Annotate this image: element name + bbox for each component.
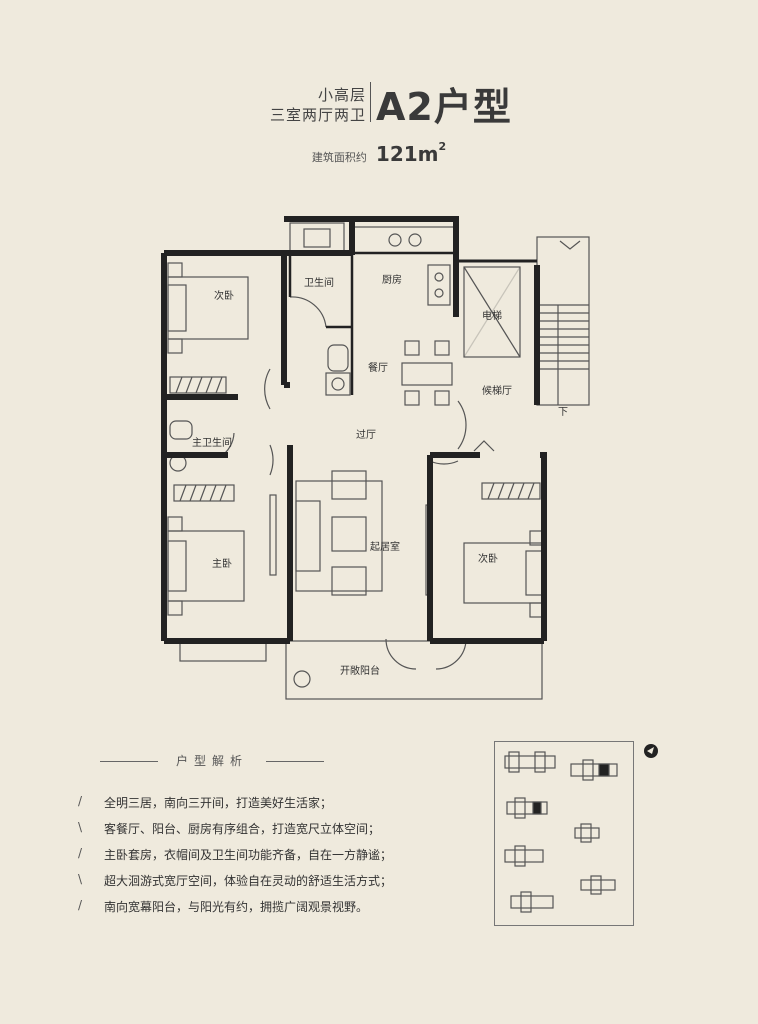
bed-master	[167, 516, 245, 616]
header-divider	[370, 82, 371, 122]
master-toilet	[169, 420, 193, 440]
feature-item: / 全明三居，南向三开间，打造美好生活家；	[78, 794, 518, 820]
label-second-bedroom-1: 次卧	[214, 289, 234, 302]
kitchen-counter	[351, 226, 455, 254]
dining-table	[401, 340, 453, 406]
wardrobe-1	[169, 376, 227, 394]
analysis-title: 户型解析	[176, 754, 249, 768]
key-building-7	[510, 891, 554, 913]
feature-text: 超大洄游式宽厅空间，体验自在灵动的舒适生活方式；	[104, 874, 393, 888]
feature-text: 主卧套房，衣帽间及卫生间功能齐备，自在一方静谧；	[104, 848, 393, 862]
bed-second-bedroom-2	[463, 530, 545, 618]
balcony-outline	[285, 640, 543, 700]
bed-second-bedroom-1	[167, 262, 249, 354]
feature-text: 全明三居，南向三开间，打造美好生活家；	[104, 796, 333, 810]
feature-item: \ 超大洄游式宽厅空间，体验自在灵动的舒适生活方式；	[78, 872, 518, 898]
plan-header: 小高层 三室两厅两卫 A2户型	[0, 78, 758, 129]
feature-mark: \	[78, 872, 83, 886]
key-building-6	[580, 875, 616, 895]
bathroom-sink	[325, 372, 351, 396]
feature-text: 南向宽幕阳台，与阳光有约，拥揽广阔观景视野。	[104, 900, 369, 914]
layout-type: 三室两厅两卫	[269, 106, 366, 124]
label-master-bedroom: 主卧	[212, 557, 232, 570]
feature-list: / 全明三居，南向三开间，打造美好生活家； \ 客餐厅、阳台、厨房有序组合，打造…	[78, 794, 518, 924]
feature-mark: /	[78, 794, 83, 808]
building-type: 小高层	[317, 86, 366, 104]
analysis-title-line-right	[266, 761, 324, 762]
unit-name: A2户型	[376, 85, 512, 129]
area-value: 121m2	[375, 140, 447, 166]
label-stair-down: 下	[558, 407, 568, 418]
label-corridor: 过厅	[356, 428, 376, 441]
floor-plan: 次卧 卫生间 厨房 电梯 餐厅 候梯厅 下 主卫生间 过厅 起居室 主卧 次卧 …	[161, 216, 590, 700]
analysis-title-line-left	[100, 761, 158, 762]
feature-mark: /	[78, 898, 83, 912]
label-living-room: 起居室	[370, 540, 400, 553]
feature-mark: \	[78, 820, 83, 834]
wardrobe-master	[173, 484, 235, 502]
feature-item: / 南向宽幕阳台，与阳光有约，拥揽广阔观景视野。	[78, 898, 518, 924]
area-number: 121m	[375, 142, 439, 166]
label-bathroom: 卫生间	[304, 276, 334, 289]
north-arrow-icon	[642, 743, 660, 767]
label-elevator-hall: 候梯厅	[482, 384, 512, 397]
key-building-2	[570, 759, 618, 781]
feature-item: / 主卧套房，衣帽间及卫生间功能齐备，自在一方静谧；	[78, 846, 518, 872]
key-building-1	[504, 751, 556, 773]
key-building-3	[506, 797, 548, 819]
key-plan-drawing	[504, 751, 618, 913]
label-dining: 餐厅	[368, 361, 388, 374]
washer	[289, 222, 345, 254]
analysis-title-row: 户型解析	[100, 752, 400, 772]
label-elevator: 电梯	[482, 309, 502, 322]
label-kitchen: 厨房	[382, 273, 402, 286]
walls	[161, 216, 547, 644]
feature-mark: /	[78, 846, 83, 860]
area-label: 建筑面积约	[311, 151, 367, 164]
elevator-shaft	[463, 266, 521, 358]
wardrobe-2	[481, 482, 541, 500]
key-plan	[494, 741, 634, 926]
stair	[536, 236, 590, 406]
label-master-bathroom: 主卫生间	[192, 436, 232, 449]
feature-text: 客餐厅、阳台、厨房有序组合，打造宽尺立体空间；	[104, 822, 381, 836]
key-building-5	[504, 845, 544, 867]
living-sofa-set	[295, 470, 383, 596]
area-row: 建筑面积约 121m2	[0, 140, 758, 166]
area-unit-sup: 2	[438, 140, 447, 153]
feature-item: \ 客餐厅、阳台、厨房有序组合，打造宽尺立体空间；	[78, 820, 518, 846]
label-second-bedroom-2: 次卧	[478, 552, 498, 565]
label-balcony: 开敞阳台	[340, 664, 380, 677]
key-building-4	[574, 823, 600, 843]
bathroom-toilet	[327, 344, 349, 372]
